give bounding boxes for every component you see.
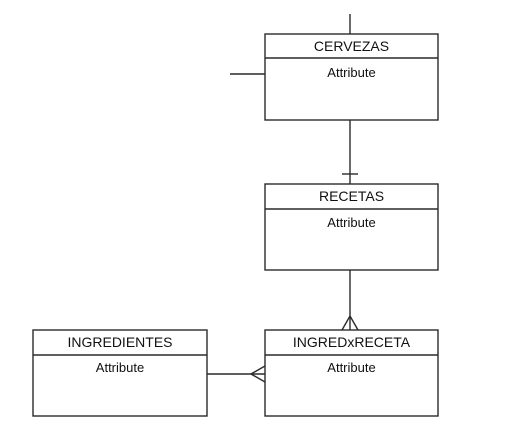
entity-box	[264, 183, 439, 271]
entity-attribute: Attribute	[327, 215, 375, 230]
entity-box	[32, 329, 208, 417]
entity-title: INGREDxRECETA	[293, 334, 411, 350]
entity-cervezas[interactable]: CERVEZAS Attribute	[264, 33, 439, 121]
crowfoot-bottom	[250, 373, 266, 383]
entity-ingredxreceta[interactable]: INGREDxRECETA Attribute	[264, 329, 439, 417]
connectors	[207, 14, 359, 383]
entity-attribute: Attribute	[96, 360, 144, 375]
entity-box	[264, 33, 439, 121]
crowfoot-right	[349, 315, 359, 331]
crowfoot-top	[250, 365, 266, 375]
relationship-cervezas-recetas	[342, 120, 358, 184]
relationship-ingredientes-ingredxreceta	[207, 365, 266, 383]
entity-ingredientes[interactable]: INGREDIENTES Attribute	[32, 329, 208, 417]
entity-recetas[interactable]: RECETAS Attribute	[264, 183, 439, 271]
entity-box	[264, 329, 439, 417]
entity-title: CERVEZAS	[314, 38, 389, 54]
crowfoot-left	[341, 315, 351, 331]
entity-attribute: Attribute	[327, 65, 375, 80]
entity-title: INGREDIENTES	[67, 334, 172, 350]
relationship-recetas-ingredxreceta	[341, 270, 359, 331]
entity-title: RECETAS	[319, 188, 384, 204]
entity-attribute: Attribute	[327, 360, 375, 375]
